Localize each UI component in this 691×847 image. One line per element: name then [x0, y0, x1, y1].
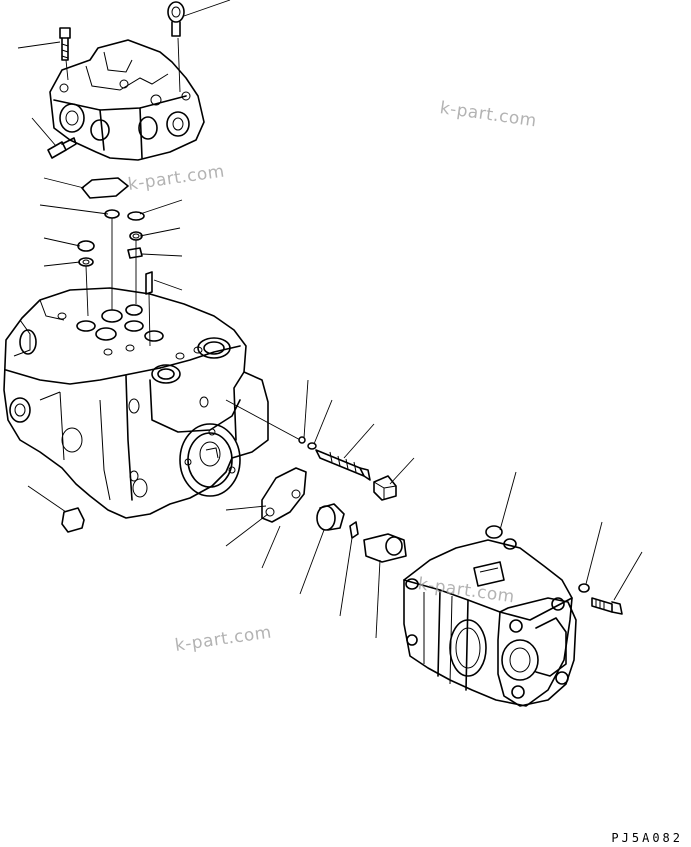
plate	[225, 467, 307, 569]
shaft-assembly	[298, 379, 375, 481]
coupling	[373, 457, 415, 501]
o-rings	[39, 199, 183, 347]
bolt-right	[578, 521, 643, 615]
drain-plug	[27, 485, 85, 533]
drawing-code: PJ5A082	[611, 831, 683, 845]
bushing	[363, 533, 407, 639]
pump-body	[3, 287, 305, 519]
seal	[299, 503, 359, 617]
bolt	[17, 27, 71, 81]
eyebolt	[167, 0, 231, 93]
valve-block	[49, 39, 205, 161]
gasket	[43, 177, 129, 199]
plug	[31, 117, 77, 159]
gear-pump	[403, 471, 577, 707]
